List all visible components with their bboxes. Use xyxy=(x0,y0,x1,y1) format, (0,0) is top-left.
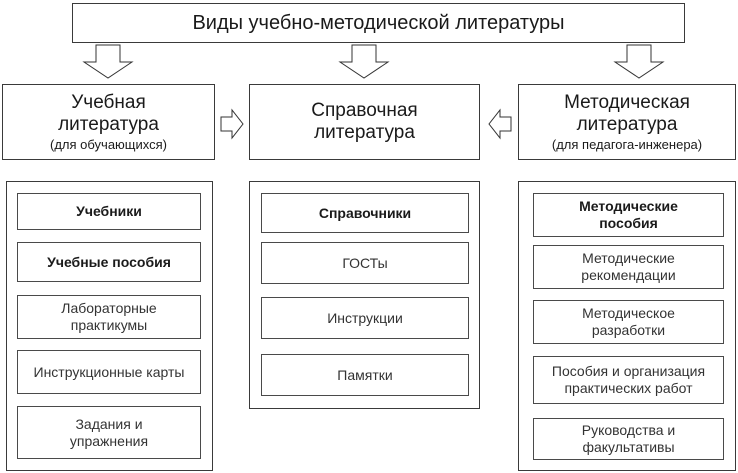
category-subtitle: (для педагога-инженера) xyxy=(551,136,703,152)
list-item: Лабораторные практикумы xyxy=(17,295,201,339)
list-item: Справочники xyxy=(261,193,469,233)
list-item: Учебники xyxy=(17,193,201,230)
category-title-line1: Учебная xyxy=(71,91,146,113)
arrow-right-to-reference xyxy=(220,108,244,140)
list-item: Инструкции xyxy=(261,297,469,339)
list-item: Инструкционные карты xyxy=(17,350,201,394)
diagram-title: Виды учебно-методической литературы xyxy=(72,3,685,43)
category-title-line2: литература xyxy=(314,122,415,143)
list-item: Задания и упражнения xyxy=(17,406,201,459)
list-item: Памятки xyxy=(261,354,469,396)
list-item: Методические рекомендации xyxy=(533,245,724,289)
category-header-educational: Учебная литература (для обучающихся) xyxy=(2,84,215,160)
list-item: Руководства и факультативы xyxy=(533,418,724,460)
diagram-title-text: Виды учебно-методической литературы xyxy=(192,11,565,34)
list-item: ГОСТы xyxy=(261,242,469,284)
arrow-down-left xyxy=(82,44,134,79)
arrow-down-right xyxy=(613,44,665,79)
category-header-methodical: Методическая литература (для педагога-ин… xyxy=(518,84,736,160)
category-title-line1: Справочная xyxy=(311,100,418,121)
list-item: Методические пособия xyxy=(533,193,724,237)
arrow-down-center xyxy=(338,44,390,79)
category-title-line2: литература xyxy=(58,113,159,135)
category-header-reference: Справочная литература xyxy=(249,84,480,160)
list-item: Пособия и организация практических работ xyxy=(533,356,724,404)
category-title-line1: Методическая xyxy=(564,91,690,113)
category-title-line2: литература xyxy=(576,113,678,135)
arrow-left-to-reference xyxy=(488,108,512,140)
column-methodical xyxy=(518,181,736,471)
list-item: Учебные пособия xyxy=(17,242,201,282)
column-reference xyxy=(249,181,480,409)
category-subtitle: (для обучающихся) xyxy=(50,136,167,152)
list-item: Методическое разработки xyxy=(533,300,724,344)
column-educational xyxy=(6,181,213,471)
